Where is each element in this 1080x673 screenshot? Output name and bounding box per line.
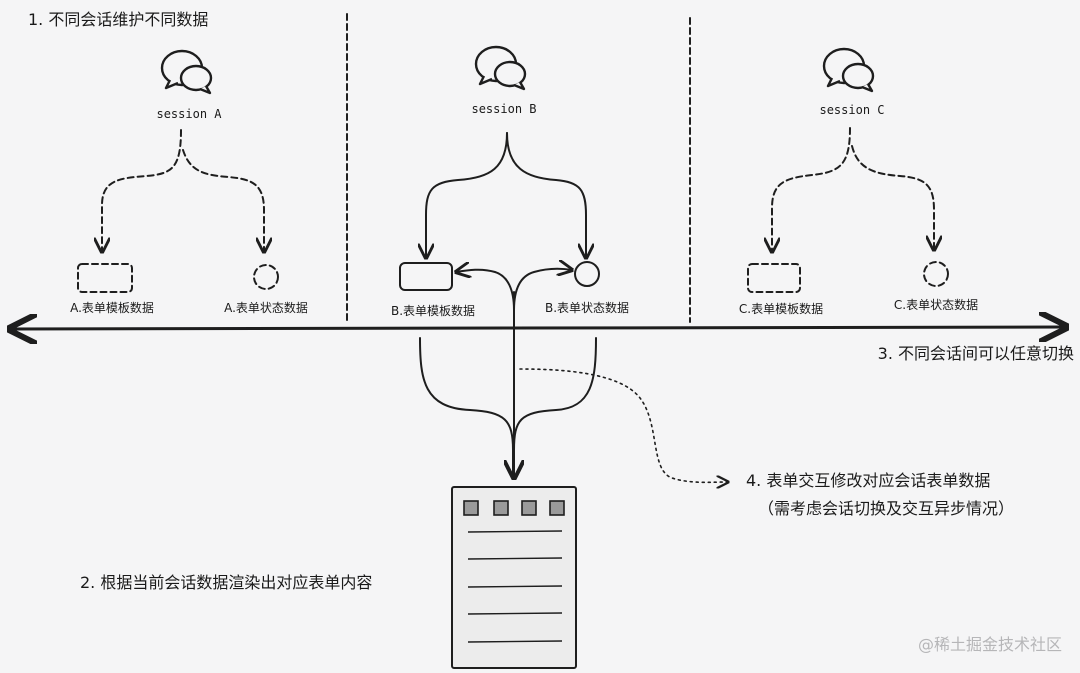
form-line: [467, 585, 563, 588]
state-data-circle: [923, 261, 949, 287]
template-data-label: B.表单模板数据: [391, 303, 475, 318]
session-a-group: session A A.表单模板数据 A.表单状态数据: [70, 49, 308, 315]
template-data-box: [77, 263, 133, 293]
state-data-label: C.表单状态数据: [894, 297, 978, 312]
chat-bubbles-icon: [822, 47, 875, 93]
step4-annotation-line1: 4. 表单交互修改对应会话表单数据: [746, 471, 990, 490]
template-data-label: C.表单模板数据: [739, 301, 823, 316]
update-template-arrow: [456, 270, 515, 311]
form-line: [467, 640, 563, 643]
state-data-label: A.表单状态数据: [224, 300, 308, 315]
form-checkbox-icon: [521, 500, 537, 516]
solid-arrow: [506, 132, 586, 258]
form-document-icon: [451, 486, 577, 669]
session-label: session C: [819, 103, 884, 117]
render-flow-line: [513, 337, 597, 451]
chat-bubbles-icon: [160, 49, 213, 95]
form-line: [467, 557, 563, 560]
dashed-arrow: [851, 145, 934, 250]
step3-annotation: 3. 不同会话间可以任意切换: [878, 344, 1074, 363]
step4-annotation-line2: （需考虑会话切换及交互异步情况）: [758, 499, 1014, 518]
state-data-circle: [574, 261, 600, 287]
session-c-group: session C C.表单模板数据 C.表单状态数据: [739, 47, 978, 316]
watermark: @稀土掘金技术社区: [918, 635, 1062, 654]
update-state-arrow: [513, 269, 572, 311]
session-switch-arrow: [10, 327, 1066, 329]
form-checkbox-icon: [493, 500, 509, 516]
form-line: [467, 530, 563, 533]
interaction-dotted-arrow: [519, 368, 728, 482]
state-data-label: B.表单状态数据: [545, 300, 629, 315]
step1-annotation: 1. 不同会话维护不同数据: [28, 10, 208, 29]
chat-bubbles-icon: [474, 45, 527, 91]
form-checkbox-icon: [463, 500, 479, 516]
template-data-label: A.表单模板数据: [70, 300, 154, 315]
dashed-arrow: [102, 129, 182, 252]
session-label: session B: [471, 102, 536, 116]
render-flow-line: [419, 337, 514, 479]
session-label: session A: [156, 107, 222, 121]
session-b-group: session B B.表单模板数据 B.表单状态数据: [391, 45, 629, 318]
step2-annotation: 2. 根据当前会话数据渲染出对应表单内容: [80, 573, 372, 592]
template-data-box: [399, 262, 453, 291]
form-line: [467, 612, 563, 615]
state-data-circle: [253, 264, 279, 290]
template-data-box: [747, 263, 801, 293]
form-checkbox-icon: [549, 500, 565, 516]
dashed-arrow: [772, 127, 851, 252]
dashed-arrow: [182, 149, 264, 252]
solid-arrow: [426, 132, 508, 258]
